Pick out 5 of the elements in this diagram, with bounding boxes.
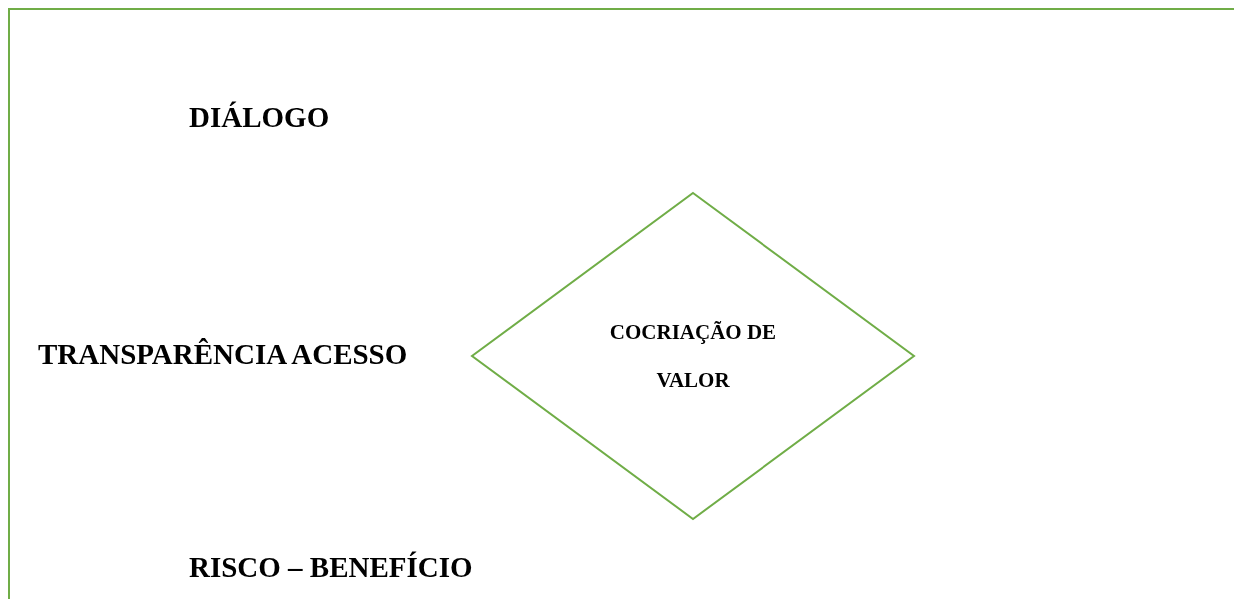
frame-border — [8, 8, 1234, 599]
diamond-label: COCRIAÇÃO DE VALOR — [608, 319, 778, 394]
text-label: RISCO – BENEFÍCIO — [189, 550, 473, 584]
text-label: TRANSPARÊNCIA ACESSO — [38, 337, 408, 371]
text-label: DIÁLOGO — [189, 100, 330, 134]
